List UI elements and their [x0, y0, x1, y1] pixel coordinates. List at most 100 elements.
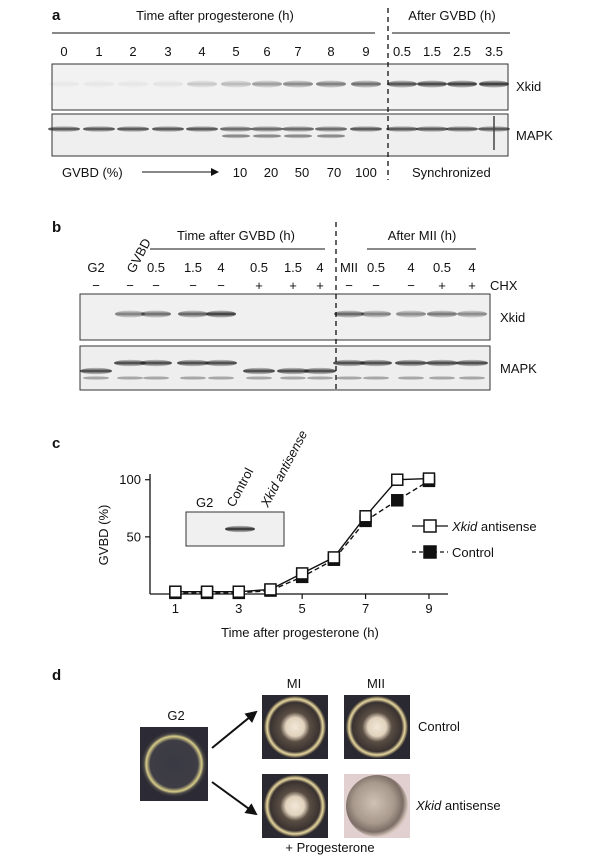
- x-tick-label: 9: [425, 601, 432, 616]
- blot-band-shifted: [284, 133, 312, 139]
- chx-sign: −: [217, 278, 225, 293]
- panel-a-header-left: Time after progesterone (h): [136, 8, 294, 23]
- gvbd-value: 20: [264, 165, 278, 180]
- oocyte-mi-control-cell: [264, 696, 326, 758]
- blot-band: [277, 367, 309, 375]
- time-label: 3.5: [485, 44, 503, 59]
- chx-sign: +: [438, 278, 446, 293]
- time-label: 4: [217, 260, 224, 275]
- panel-b-mapk-label: MAPK: [500, 361, 537, 376]
- blot-band-lower: [280, 376, 306, 380]
- chx-sign: +: [316, 278, 324, 293]
- panel-a-mapk-label: MAPK: [516, 128, 553, 143]
- panel-d-mi-label: MI: [287, 676, 301, 691]
- time-label: 7: [294, 44, 301, 59]
- panel-d-control-label: Control: [418, 719, 460, 734]
- blot-band: [361, 310, 391, 318]
- time-label: 8: [327, 44, 334, 59]
- blot-band: [206, 310, 236, 318]
- time-label: 9: [362, 44, 369, 59]
- blot-band: [386, 126, 418, 132]
- data-point-control: [391, 494, 404, 507]
- blot-band: [304, 367, 336, 375]
- chx-sign: +: [468, 278, 476, 293]
- panel-a-xkid-bands: [49, 80, 509, 88]
- blot-band: [83, 126, 115, 132]
- legend-label-antisense-rest: antisense: [477, 519, 536, 534]
- time-label: 1.5: [284, 260, 302, 275]
- chx-sign: −: [345, 278, 353, 293]
- chart-x-axis-label: Time after progesterone (h): [221, 625, 379, 640]
- blot-band: [351, 80, 381, 88]
- blot-band: [243, 367, 275, 375]
- data-point-xkid-antisense: [422, 472, 436, 485]
- arrow-to-control: [211, 710, 258, 749]
- panel-b-letter: b: [52, 219, 61, 236]
- time-label: 6: [263, 44, 270, 59]
- chx-sign: −: [189, 278, 197, 293]
- blot-band-shifted: [317, 133, 345, 139]
- panel-a-gvbd-values: 10 20 50 70 100: [233, 165, 377, 180]
- blot-band: [186, 126, 218, 132]
- panel-b-mapk-bands: [80, 359, 488, 380]
- blot-band: [396, 310, 426, 318]
- blot-band: [360, 359, 392, 367]
- panel-a-mapk-bands: [48, 116, 510, 150]
- data-point-xkid-antisense: [169, 585, 182, 598]
- time-label: 4: [468, 260, 475, 275]
- blot-band: [447, 80, 477, 88]
- panel-c-letter: c: [52, 435, 60, 452]
- oocyte-mii-antisense-cell: [346, 775, 408, 837]
- blot-band: [178, 310, 208, 318]
- chx-sign: −: [407, 278, 415, 293]
- data-point-xkid-antisense: [391, 473, 404, 486]
- panel-d-progesterone-label: + Progesterone: [285, 840, 374, 855]
- panel-a-letter: a: [52, 7, 61, 24]
- blot-band-lower: [307, 376, 333, 380]
- blot-band: [457, 310, 487, 318]
- arrow-to-antisense: [211, 781, 258, 816]
- time-label: 0.5: [367, 260, 385, 275]
- blot-band-lower: [83, 376, 109, 380]
- legend-label-antisense-italic: Xkid: [451, 519, 478, 534]
- time-label: 0.5: [250, 260, 268, 275]
- panel-d-g2-label: G2: [167, 708, 184, 723]
- panel-d-mii-label: MII: [367, 676, 385, 691]
- oocyte-image-mi-antisense: [262, 774, 328, 838]
- time-label: 0: [60, 44, 67, 59]
- blot-band: [334, 310, 364, 318]
- chart-legend: Xkid antisense Control: [412, 519, 537, 560]
- data-point-xkid-antisense: [327, 551, 341, 564]
- blot-band: [315, 126, 347, 132]
- blot-band: [251, 126, 283, 132]
- y-tick-label: 100: [119, 472, 141, 487]
- blot-band: [446, 126, 478, 132]
- panel-a-blot-mapk: [51, 113, 509, 157]
- blot-band: [456, 359, 488, 367]
- chart-series: [169, 472, 436, 600]
- panel-b: b G2 GVBD Time after GVBD (h) After MII …: [52, 219, 537, 392]
- panel-b-header-left: Time after GVBD (h): [177, 228, 295, 243]
- gvbd-value: 70: [327, 165, 341, 180]
- panel-d-letter: d: [52, 667, 61, 684]
- panel-b-blot-xkid: [79, 293, 491, 341]
- panel-b-header-right: After MII (h): [388, 228, 457, 243]
- gvbd-value: 100: [355, 165, 377, 180]
- blot-band: [153, 80, 183, 88]
- panel-b-lane-mii: MII: [340, 260, 358, 275]
- y-tick-label: 50: [127, 529, 141, 544]
- blot-band: [141, 310, 171, 318]
- panel-b-lane-g2: G2: [87, 260, 104, 275]
- chx-sign: −: [152, 278, 160, 293]
- time-label: 5: [232, 44, 239, 59]
- gvbd-value: 50: [295, 165, 309, 180]
- chx-sign: −: [92, 278, 100, 293]
- oocyte-image-mii-control: [344, 695, 410, 759]
- oocyte-mii-control-cell: [346, 696, 408, 758]
- gvbd-value: 10: [233, 165, 247, 180]
- blot-band-lower: [429, 376, 455, 380]
- blot-band: [252, 80, 282, 88]
- blot-band-lower: [117, 376, 143, 380]
- panel-d-antisense-rest: antisense: [441, 798, 500, 813]
